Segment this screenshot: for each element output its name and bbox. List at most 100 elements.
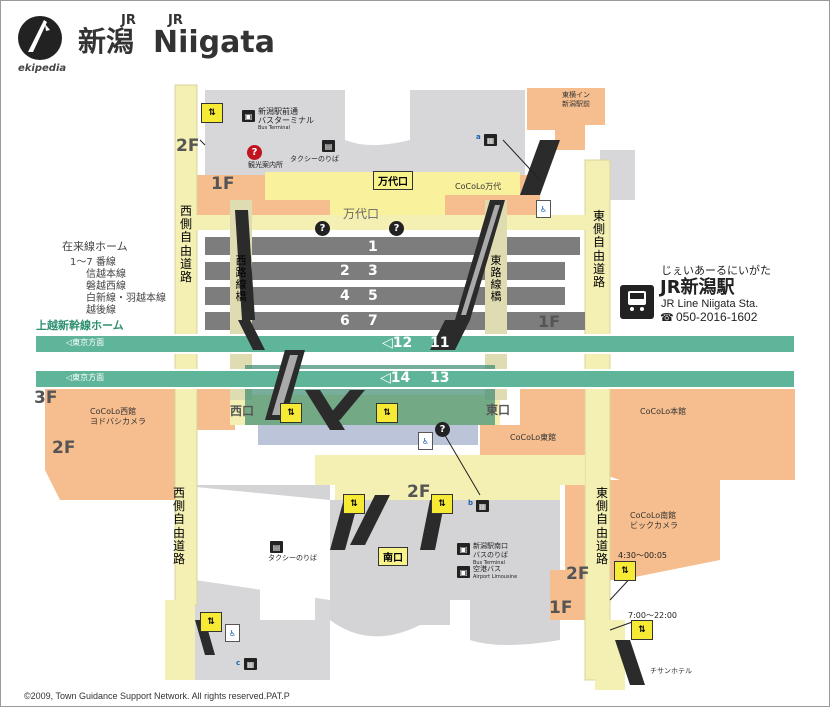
cocolo-minami-2: ビックカメラ [630,521,678,530]
floor-1f-top: 1F [211,174,235,194]
cocolo-honkan: CoCoLo本館 [640,407,687,416]
tokyo-direction-1: ◁東京方面 [66,338,105,347]
info-icon-1[interactable]: ? [315,221,330,236]
elevator-icon-2[interactable]: ⇅ [280,403,302,423]
track-13: 13 [430,370,450,386]
marker-a: a [476,133,481,141]
cocolo-bandai: CoCoLo万代 [455,182,502,191]
marker-b: b [468,499,474,507]
tourist-info-icon[interactable]: ? [247,145,262,160]
floor-2f-top: 2F [176,136,200,156]
elevator-icon-4[interactable]: ⇅ [343,494,365,514]
toilet-icon-1: ♿ [536,200,551,218]
copyright: ©2009, Town Guidance Support Network. Al… [24,691,290,701]
elevator-icon-5[interactable]: ⇅ [431,494,453,514]
east-free-road-bottom: 東側自由道路 [595,486,608,566]
track-2: 2 [340,263,350,279]
floor-2f-left: 2F [52,438,76,458]
track-12: ◁12 [382,335,413,351]
elevator-icon-3[interactable]: ⇅ [376,403,398,423]
elevator-icon-7[interactable]: ⇅ [631,620,653,640]
bus-icon-north: ▣ [242,110,255,122]
south-bus-jp-2: バスのりば [473,551,508,559]
cocolo-nishi-2: ヨドバシカメラ [90,417,146,426]
info-icon-2[interactable]: ? [389,221,404,236]
exit-nishi: 西口 [230,404,255,418]
cocolo-minami-1: CoCoLo南館 [630,511,677,520]
track-5: 5 [368,288,378,304]
station-name-roman: Niigata [153,25,275,60]
exit-bandai-sign: 万代口 [373,171,413,190]
west-bridge-label: 西路線橋 [235,254,247,304]
airport-bus-en: Airport Limousine [473,574,518,580]
taxi-icon-south: ▤ [270,541,283,553]
jr-label-1: JR [121,13,136,28]
locker-icon-c: ▦ [244,658,257,670]
south-bus-jp-1: 新潟駅南口 [473,542,508,550]
station-name-kanji: 新潟 [78,25,135,58]
tokyo-direction-2: ◁東京方面 [66,373,105,382]
track-11: 11 [430,335,450,351]
toyoko-inn-1: 東横イン [562,91,590,99]
airport-bus-icon: ▣ [457,566,470,578]
taxi-icon-north: ▤ [322,140,335,152]
exit-higashi: 東口 [486,403,511,417]
tourist-info-label: 観光案内所 [248,161,283,169]
track-6: 6 [340,313,350,329]
track-14: ◁14 [380,370,411,386]
floor-3f-left: 3F [34,388,58,408]
floor-1f-mid: 1F [538,312,561,331]
west-free-road-top: 西側自由道路 [179,204,192,284]
track-4: 4 [340,288,350,304]
shinkansen-platform-title: 上越新幹線ホーム [36,319,124,332]
elevator-hours-2: 7:00～22:00 [628,611,678,620]
line-item-3: 磐越西線 [86,281,126,292]
east-bridge-label: 東路線橋 [490,254,502,304]
station-kana: じぇいあーるにいがた [661,264,771,277]
info-icon-3[interactable]: ? [435,422,450,437]
east-free-road-top: 東側自由道路 [592,209,605,289]
track-1: 1 [368,239,378,255]
north-plaza [205,90,525,180]
airport-bus-jp: 空港バス [473,565,501,573]
elevator-icon-8[interactable]: ⇅ [200,612,222,632]
phone-icon: ☎ [660,311,674,324]
elevator-icon-1[interactable]: ⇅ [201,103,223,123]
cocolo-nishi-1: CoCoLo西館 [90,407,137,416]
track-3: 3 [368,263,378,279]
elevator-icon-6[interactable]: ⇅ [614,561,636,581]
station-name-jp: JR新潟駅 [660,277,735,298]
floor-2f-center: 2F [407,482,431,502]
line-item-4: 白新線・羽越本線 [86,293,166,304]
floor-2f-bottom-right: 2F [566,564,590,584]
bus-terminal-jp-2: バスターミナル [258,116,314,125]
track-7: 7 [368,313,378,329]
elevator-hours-1: 4:30～00:05 [618,551,668,560]
toilet-icon-2: ♿ [418,432,433,450]
toilet-icon-3: ♿ [225,624,240,642]
station-phone[interactable]: 050-2016-1602 [676,310,758,324]
taxi-top-label: タクシーのりば [290,155,339,163]
exit-minami-sign: 南口 [378,547,408,566]
locker-icon-a: ▦ [484,134,497,146]
exit-bandai-concourse: 万代口 [343,207,380,221]
west-free-road-bottom: 西側自由道路 [172,486,185,566]
toyoko-inn-2: 新潟駅前 [562,100,590,108]
marker-c: c [236,659,241,667]
south-plaza [175,485,560,645]
station-name-en: JR Line Niigata Sta. [661,298,759,310]
south-bus-en: Bus Terminal [473,560,505,566]
taxi-bottom-label: タクシーのりば [268,554,317,562]
bus-terminal-en: Bus Terminal [258,125,290,131]
bus-icon-south: ▣ [457,543,470,555]
cocolo-higashi: CoCoLo東館 [510,433,557,442]
jr-label-2: JR [168,13,183,28]
locker-icon-b: ▦ [476,500,489,512]
line-item-5: 越後線 [86,305,116,316]
line-item-1: 1～7 番線 [70,257,116,268]
ekipedia-logo: ekipedia [18,63,67,74]
conventional-platform-title: 在来線ホーム [62,240,128,253]
line-item-2: 信越本線 [86,269,126,280]
bus-terminal-jp-1: 新潟駅前通 [258,107,298,116]
